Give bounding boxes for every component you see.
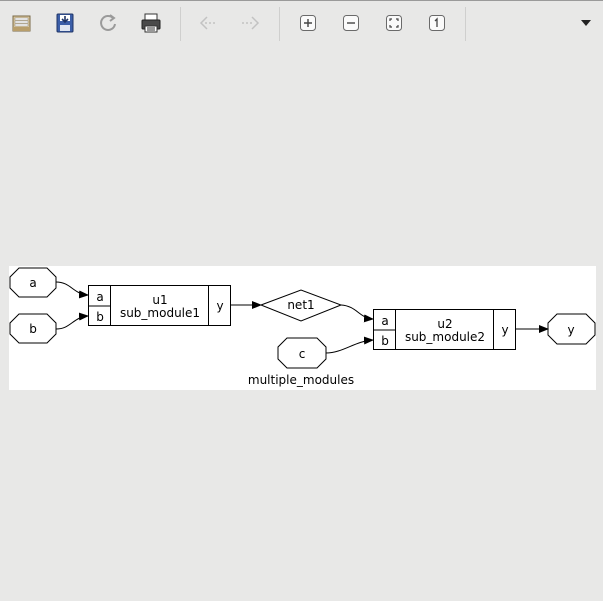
forward-icon[interactable] xyxy=(239,11,263,35)
diagram-canvas: a b c a b u1 sub_module1 y net1 a xyxy=(9,266,596,390)
save-icon[interactable] xyxy=(53,11,77,35)
input-port-a xyxy=(9,267,57,298)
print-icon[interactable] xyxy=(139,11,163,35)
wire-net1-to-u2 xyxy=(340,304,374,323)
zoom-fit-icon[interactable] xyxy=(382,11,406,35)
toolbar xyxy=(0,0,603,44)
input-port-c xyxy=(277,337,327,369)
cell-u2-instance: u2 xyxy=(437,317,452,331)
wire-b-to-u1 xyxy=(55,312,89,330)
zoom-in-icon[interactable] xyxy=(296,11,320,35)
output-port-y-label: y xyxy=(567,323,574,337)
cell-u1: a b u1 sub_module1 y xyxy=(88,285,231,326)
toolbar-separator xyxy=(180,7,181,41)
zoom-out-icon[interactable] xyxy=(339,11,363,35)
input-port-a-label: a xyxy=(29,276,36,290)
cell-u2-port-a: a xyxy=(381,314,388,328)
input-port-b-label: b xyxy=(29,322,37,336)
cell-u2-port-y: y xyxy=(501,323,508,337)
wire-a-to-u1 xyxy=(55,281,89,299)
cell-u1-port-y: y xyxy=(216,299,223,313)
zoom-100-icon[interactable] xyxy=(425,11,449,35)
back-icon[interactable] xyxy=(196,11,220,35)
chevron-down-icon[interactable] xyxy=(578,17,594,29)
netlist-diagram: a b c a b u1 sub_module1 y net1 a xyxy=(9,267,596,387)
cell-u2: a b u2 sub_module2 y xyxy=(373,309,516,350)
input-port-b xyxy=(9,313,57,344)
reload-icon[interactable] xyxy=(96,11,120,35)
cell-u2-port-b: b xyxy=(381,334,389,348)
cell-u1-module: sub_module1 xyxy=(120,306,200,320)
net-node-net1-label: net1 xyxy=(287,298,314,312)
input-port-c-label: c xyxy=(299,347,306,361)
wire-c-to-u2 xyxy=(325,336,374,354)
toolbar-separator xyxy=(279,7,280,41)
toolbar-separator xyxy=(465,7,466,41)
cell-u1-instance: u1 xyxy=(152,293,167,307)
diagram-title: multiple_modules xyxy=(248,373,354,387)
open-icon[interactable] xyxy=(10,11,34,35)
cell-u2-module: sub_module2 xyxy=(405,330,485,344)
cell-u1-port-a: a xyxy=(96,290,103,304)
cell-u1-port-b: b xyxy=(96,310,104,324)
